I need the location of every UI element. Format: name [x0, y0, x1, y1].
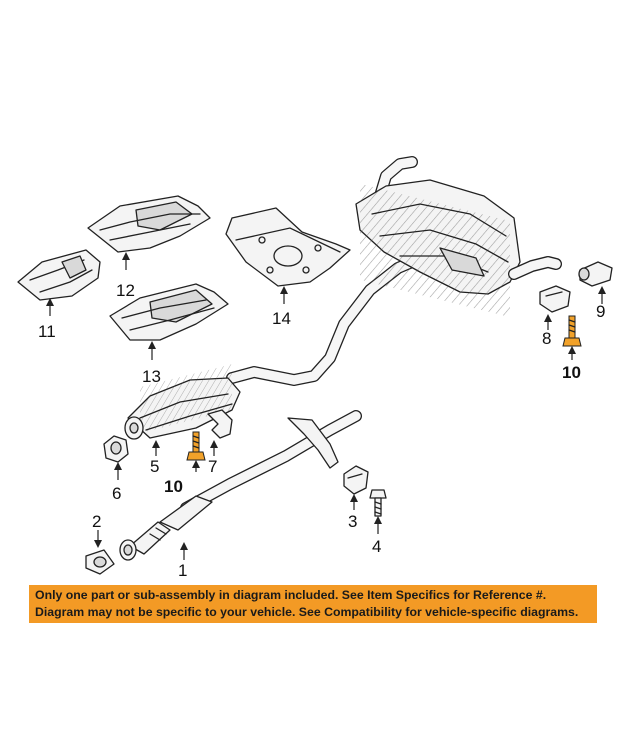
- bolt-part-4: [369, 489, 387, 534]
- callout-7: 7: [208, 457, 217, 476]
- callout-10-right: 10: [562, 363, 581, 382]
- callout-5: 5: [150, 457, 159, 476]
- heat-shield-part-12: [87, 195, 211, 270]
- callout-13: 13: [142, 367, 161, 386]
- callout-11: 11: [38, 322, 56, 341]
- callout-2: 2: [92, 512, 101, 531]
- bolt-part-10-left: [186, 431, 206, 472]
- callout-8: 8: [542, 329, 551, 348]
- heat-shield-part-11: [17, 249, 101, 316]
- callout-6: 6: [112, 484, 121, 503]
- bolt-part-10-right: [562, 315, 582, 360]
- callout-14: 14: [272, 309, 291, 328]
- disclaimer-line-2: Diagram may not be specific to your vehi…: [35, 605, 579, 619]
- exhaust-tip-part-9: [578, 261, 613, 304]
- heat-shield-part-13: [109, 283, 229, 360]
- callout-4: 4: [372, 537, 381, 556]
- gasket-part-2: [85, 530, 115, 575]
- disclaimer-line-1: Only one part or sub-assembly in diagram…: [35, 588, 547, 602]
- callout-12: 12: [116, 281, 135, 300]
- rear-muffler: [355, 156, 562, 318]
- gasket-part-6: [103, 435, 129, 480]
- disclaimer-banner: Only one part or sub-assembly in diagram…: [29, 585, 597, 623]
- hanger-part-3: [343, 465, 369, 510]
- heat-shield-part-14: [225, 207, 351, 304]
- callout-10-left: 10: [164, 477, 183, 496]
- callout-labels: 11 12 13 14 8 9 10 5 7 10 6 2 1 3 4: [38, 281, 605, 580]
- front-pipe-part-1: [119, 410, 362, 561]
- callout-9: 9: [596, 302, 605, 321]
- clamp-part-7: [207, 409, 233, 456]
- callout-1: 1: [178, 561, 187, 580]
- hanger-part-8: [539, 285, 571, 330]
- callout-3: 3: [348, 512, 357, 531]
